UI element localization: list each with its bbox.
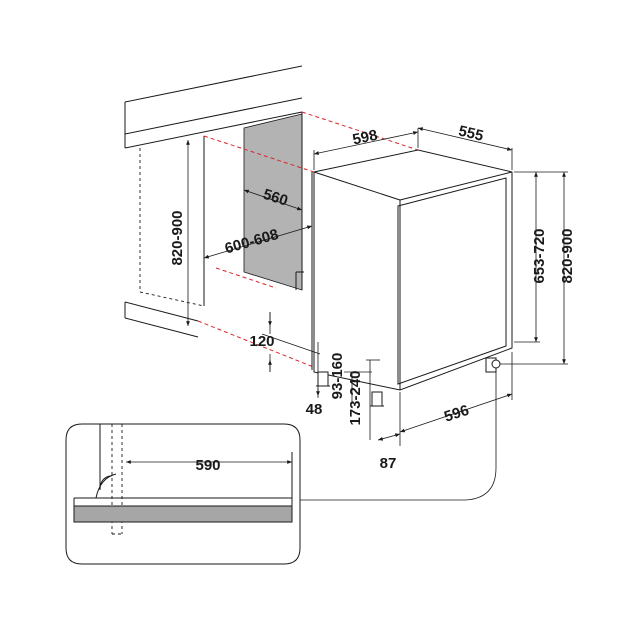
dim-87 [377, 433, 401, 441]
label-820-900-right: 820-900 [559, 228, 576, 283]
dim-560 [243, 189, 303, 211]
label-87: 87 [380, 455, 397, 472]
dim-120 [261, 312, 321, 372]
label-653-720: 653-720 [531, 228, 548, 283]
label-93-160: 93-160 [329, 353, 346, 400]
dim-600-608 [203, 225, 313, 259]
dim-820-900-right [500, 171, 568, 365]
label-820-900-left: 820-900 [169, 210, 186, 265]
label-560: 560 [261, 186, 290, 210]
left-cabinet [124, 136, 205, 338]
feet [316, 357, 501, 407]
detail-leader [300, 368, 497, 501]
dim-555 [417, 127, 513, 170]
dishwasher-body [311, 149, 513, 391]
label-555: 555 [457, 123, 485, 145]
dim-93-160 [344, 371, 372, 404]
label-120: 120 [249, 333, 274, 350]
label-598: 598 [351, 127, 379, 149]
label-596: 596 [442, 402, 471, 426]
label-173-240: 173-240 [347, 370, 364, 425]
detail-inset [65, 423, 301, 565]
dim-653-720 [514, 171, 540, 343]
label-590: 590 [195, 457, 220, 474]
dim-173-240 [366, 359, 380, 440]
label-48: 48 [306, 401, 323, 418]
dim-596 [399, 352, 513, 446]
